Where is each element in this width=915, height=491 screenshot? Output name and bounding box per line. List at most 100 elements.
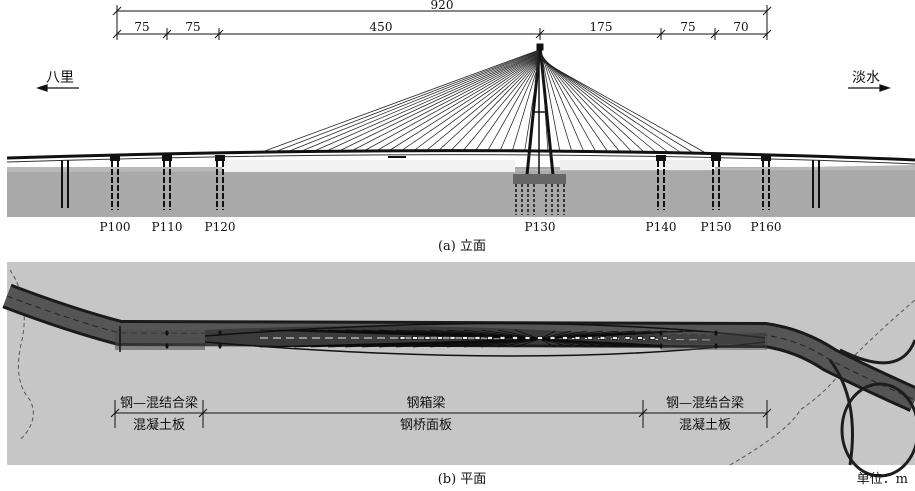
deck-marking: [537, 336, 543, 340]
deck-marking: [587, 336, 593, 340]
plan-cables: [259, 329, 700, 348]
plan-cable: [497, 338, 541, 348]
right-arrow-icon: [848, 84, 891, 92]
deck-marking: [612, 336, 618, 340]
pier-label-p140: P140: [646, 220, 677, 234]
stay-cable-back: [524, 62, 540, 153]
stay-cable-main: [540, 56, 657, 153]
dimension-span-2: 75: [185, 20, 200, 34]
segment-middle-line1: 钢箱梁: [406, 395, 445, 411]
stay-cable-back: [324, 52, 540, 153]
deck-marking: [599, 336, 606, 340]
stay-cable-main: [540, 51, 573, 153]
stay-cable-back: [299, 51, 540, 153]
plan-background: [7, 262, 915, 465]
plan-cable: [514, 329, 541, 340]
stay-cable-main: [540, 52, 585, 153]
plan-pier-marker: [218, 330, 222, 336]
plan-view: 钢—混结合梁 混凝土板 钢箱梁 钢桥面板 钢—混结合梁 混凝土板: [2, 262, 915, 478]
plan-pier-marker: [165, 330, 169, 336]
stay-cable-back: [486, 60, 540, 153]
ground-band: [7, 167, 915, 217]
stay-cable-back: [261, 49, 540, 153]
dimension-span-1: 75: [134, 20, 149, 34]
stay-cable-back: [449, 58, 540, 153]
road-alignment: [2, 283, 915, 412]
stay-cable-back: [399, 56, 540, 153]
segment-dimension-lines: [110, 400, 772, 428]
deck-marking: [549, 336, 556, 340]
stay-cable-back: [474, 59, 540, 153]
plan-pier-marker: [659, 343, 663, 349]
stay-cable-main: [540, 58, 681, 153]
stay-cables: [261, 49, 705, 153]
stay-cable-back: [374, 55, 540, 153]
deck-marking: [474, 336, 481, 340]
deck-marking: [649, 336, 656, 340]
pier: [656, 155, 666, 210]
segment-left-line2: 混凝土板: [133, 417, 185, 433]
stay-cable-back: [436, 58, 540, 153]
pier-label-p150: P150: [701, 220, 732, 234]
stay-cable-main: [540, 53, 597, 153]
stay-cable-back: [386, 55, 540, 153]
plan-pier-marker: [218, 343, 222, 349]
interchange-ramps: [828, 339, 915, 478]
deck-marking: [562, 336, 568, 340]
stay-cable-main: [540, 56, 645, 153]
approach-pier: [812, 160, 820, 208]
stay-cable-back: [274, 50, 540, 153]
deck-marking: [524, 336, 531, 340]
stay-cable-back: [286, 50, 540, 153]
stay-cable-main: [540, 55, 633, 153]
stay-cable-main: [540, 49, 549, 153]
plan-cable: [539, 330, 572, 340]
stay-cable-main: [540, 53, 609, 153]
deck-marking: [412, 336, 418, 340]
pier: [162, 155, 172, 210]
left-arrow-icon: [36, 84, 79, 92]
pier: [215, 155, 225, 210]
dimension-span-5: 75: [680, 20, 695, 34]
deck-marking: [399, 336, 406, 340]
deck-marking: [637, 336, 643, 340]
segment-right-line1: 钢—混结合梁: [666, 396, 744, 411]
stay-cable-main: [540, 57, 669, 153]
plan-cable: [514, 338, 541, 348]
caption-plan: (b) 平面: [438, 472, 487, 487]
pier: [110, 155, 120, 210]
stay-cable-back: [424, 57, 540, 153]
piers: [61, 155, 820, 210]
stay-cable-main: [540, 50, 561, 153]
deck-marking: [662, 336, 668, 340]
elevation-view: [6, 43, 915, 217]
deck-marking: [424, 336, 431, 340]
plan-cable: [539, 338, 572, 348]
stay-cable-back: [499, 61, 540, 153]
plan-pier-marker: [714, 330, 718, 336]
pier: [711, 155, 721, 210]
pier-label-p110: P110: [152, 220, 183, 234]
deck-marking: [462, 336, 468, 340]
dimension-chain: [112, 5, 772, 40]
stay-cable-main: [540, 59, 693, 153]
plan-cable: [539, 338, 556, 348]
segment-middle-line2: 钢桥面板: [400, 418, 452, 433]
plan-cable: [539, 338, 700, 348]
plan-cable: [480, 338, 541, 348]
stay-cable-back: [511, 61, 540, 153]
caption-elevation: (a) 立面: [438, 239, 486, 254]
deck-marking: [574, 336, 581, 340]
unit-label: 单位：m: [857, 472, 908, 487]
plan-pier-markers: [165, 330, 718, 349]
stay-cable-main: [540, 60, 705, 153]
dimension-span-4: 175: [590, 20, 613, 34]
deck-marking: [449, 336, 456, 340]
deck-marking: [487, 336, 493, 340]
deck-marking: [512, 336, 518, 340]
pier: [761, 155, 771, 210]
dimension-total: 920: [431, 0, 454, 12]
pier-label-p100: P100: [100, 220, 131, 234]
direction-right-label: 淡水: [852, 70, 880, 86]
